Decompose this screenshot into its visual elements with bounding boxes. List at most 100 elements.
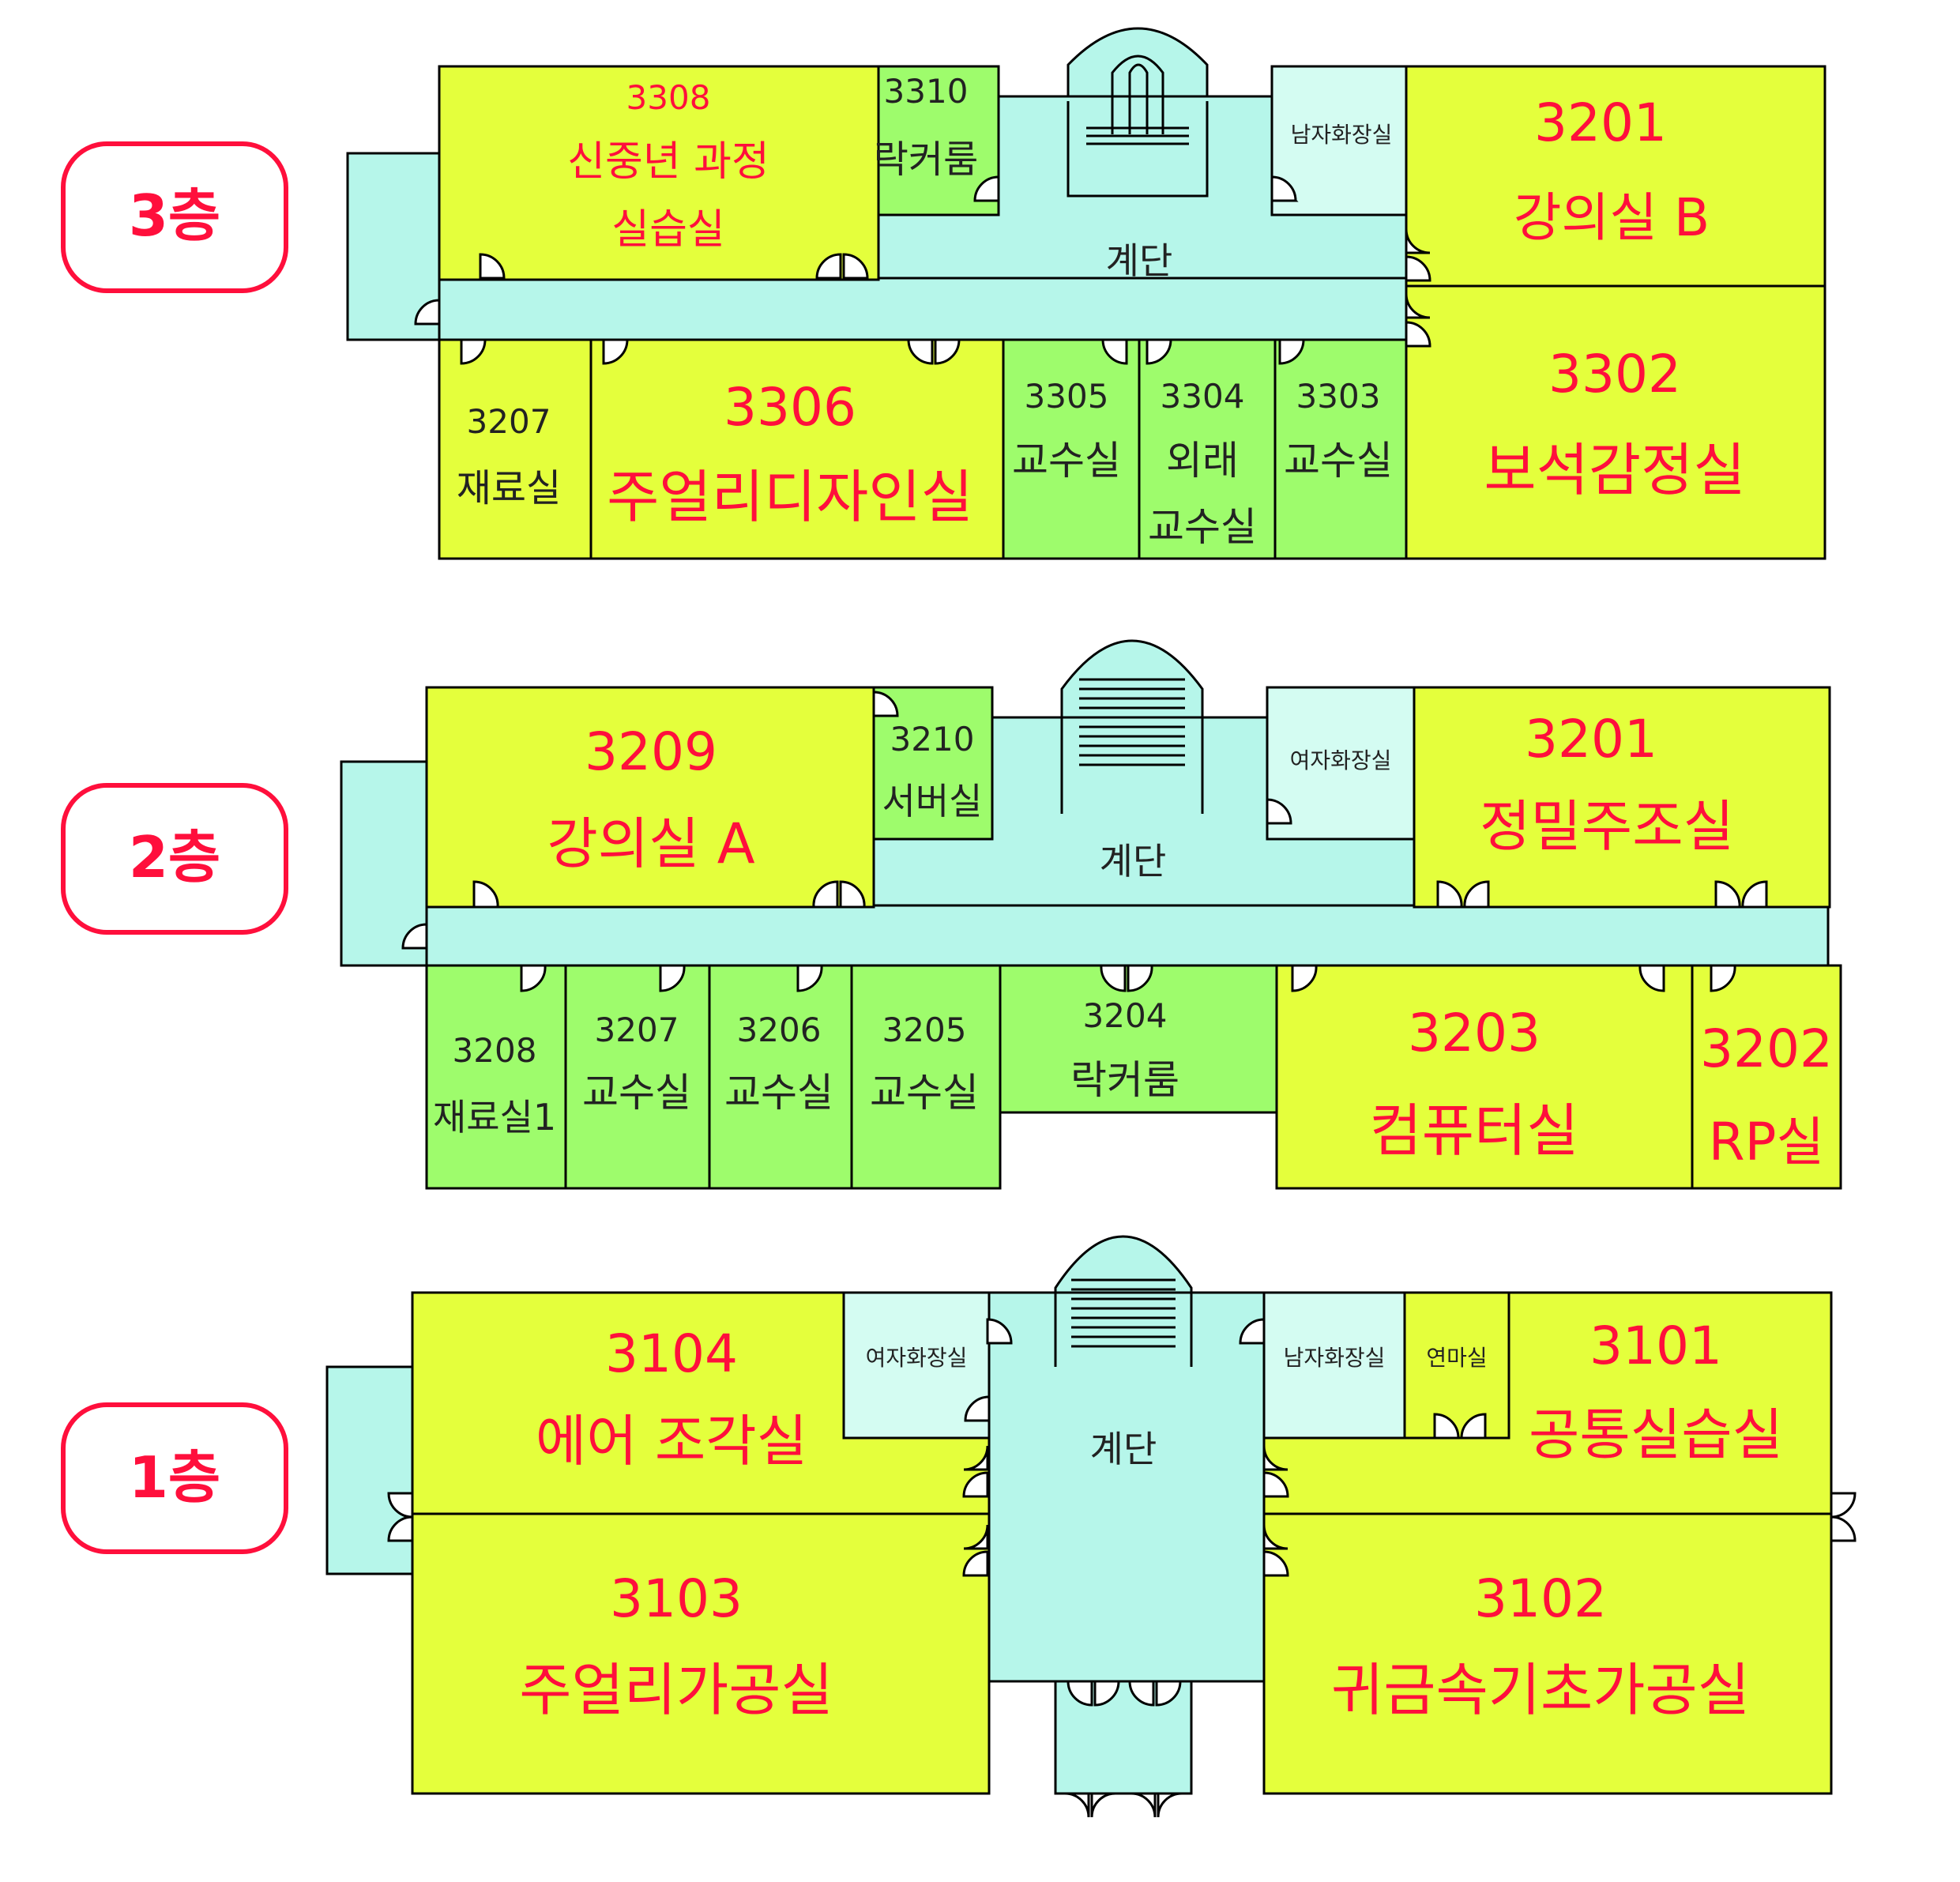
floor-1-stair-lines [1054,1278,1193,1367]
room-name: 락커룸 [1070,1057,1179,1103]
room-name: 재료실 [457,466,561,510]
room-3201-3f [1405,65,1826,288]
floor-1-side-wing [325,1365,416,1575]
floor-3-corridor [438,277,1408,341]
room-number: 3206 [737,1011,822,1049]
room-name: 강의실 B [1514,187,1710,248]
floor-3-label: 3층 [129,183,220,249]
floor-1-hall [986,1291,1266,1683]
room-3304 [1138,338,1277,560]
room-name: 주얼리가공실 [519,1657,833,1723]
doors-3f [414,174,1431,365]
room-name: 실습실 [611,206,725,254]
room-3203 [1275,964,1694,1190]
room-number: 3306 [724,377,856,438]
room-3202 [1691,964,1842,1190]
room-name: 보석감정실 [1484,437,1745,503]
floor-1-badge [61,1402,288,1554]
doors-2f [401,691,1768,992]
room-number: 3102 [1474,1568,1607,1629]
room-number: 3210 [890,720,975,758]
room-name: 정밀주조실 [1480,794,1734,859]
room-3103 [411,1512,991,1795]
floor-1-label: 1층 [129,1444,220,1511]
room-name: 컴퓨터실 [1370,1097,1579,1164]
room-number: 3201 [1534,92,1667,153]
room-number: 3104 [605,1323,738,1384]
room-3306 [589,338,1005,560]
floor-2-badge [61,783,288,935]
restroom-women-1f [842,1291,991,1440]
room-3205 [850,964,1002,1190]
floor-1: 1층 [61,1235,1857,1818]
room-3305 [1002,338,1141,560]
floor-3-stair [1067,101,1209,198]
room-number: 3201 [1525,709,1657,770]
room-name: 귀금속기초가공실 [1331,1657,1750,1723]
floor-2-stair-lines [1079,678,1185,766]
restroom-men-3f [1270,65,1414,216]
room-3204 [999,964,1278,1114]
stair-label: 계단 [1100,840,1167,883]
floor-2: 2층 [61,639,1842,1190]
room-name: 락커룸 [874,137,978,182]
room-name: 여자화장실 [866,1345,968,1371]
room-number: 3302 [1548,344,1681,405]
floor-2-stair [1060,717,1204,814]
restroom-men-1f [1262,1291,1406,1440]
room-number: 3202 [1700,1018,1833,1079]
floor-2-corridor [425,904,1830,967]
room-3102 [1262,1512,1833,1795]
room-3201-2f [1413,686,1831,909]
room-name: 교수실 [582,1070,691,1116]
floor-3: 3층 [61,27,1826,560]
stair-label: 계단 [1090,1428,1157,1470]
room-name: 교수실 [724,1070,833,1116]
room-name: 여자화장실 [1290,747,1392,774]
room-name: 교수실 [1284,438,1393,484]
room-3302 [1405,284,1826,560]
restroom-women-2f [1266,686,1416,841]
room-number: 3310 [884,72,969,111]
doors-1f [387,1318,1857,1818]
room-number: 3305 [1025,377,1109,416]
floor-3-badge [61,141,288,293]
room-number: 3208 [453,1031,537,1070]
room-name: 공통실습실 [1529,1402,1783,1467]
room-number: 3303 [1296,377,1381,416]
room-3206 [708,964,853,1190]
room-name: 신중년 과정 [567,138,769,186]
room-number: 3304 [1161,377,1245,416]
room-3209 [425,686,875,909]
room-3207-3f [438,338,593,560]
room-number: 3207 [595,1011,679,1049]
room-name: 서버실 [882,780,983,822]
room-name: 주얼리디자인실 [607,464,973,530]
floor-1-stair-dome [1054,1235,1193,1297]
room-name: 교수실 [870,1070,979,1116]
room-number: 3203 [1408,1003,1541,1063]
room-name: 강의실 A [547,811,754,876]
room-name: 남자화장실 [1291,122,1393,148]
room-3207-2f [564,964,711,1190]
floor-3-stair-lines [1086,55,1189,145]
room-name: 재료실1 [433,1096,556,1139]
room-3308 [438,65,880,281]
room-name: 연마실 [1426,1345,1487,1371]
room-number: 3101 [1589,1316,1722,1376]
room-name: 교수실 [1012,438,1121,484]
room-3303 [1273,338,1408,560]
room-number: 3103 [610,1568,743,1629]
floor-2-label: 2층 [129,824,220,890]
room-number: 3205 [882,1011,967,1049]
room-number: 3209 [585,721,717,782]
room-number: 3204 [1083,996,1168,1035]
stair-label: 계단 [1106,239,1173,282]
room-name: 교수실 [1148,504,1257,550]
room-name: 에어 조각실 [536,1409,807,1474]
room-name: 외래 [1166,438,1239,484]
room-name: RP실 [1709,1112,1824,1172]
room-3208 [425,964,567,1190]
room-number: 3207 [467,402,551,441]
